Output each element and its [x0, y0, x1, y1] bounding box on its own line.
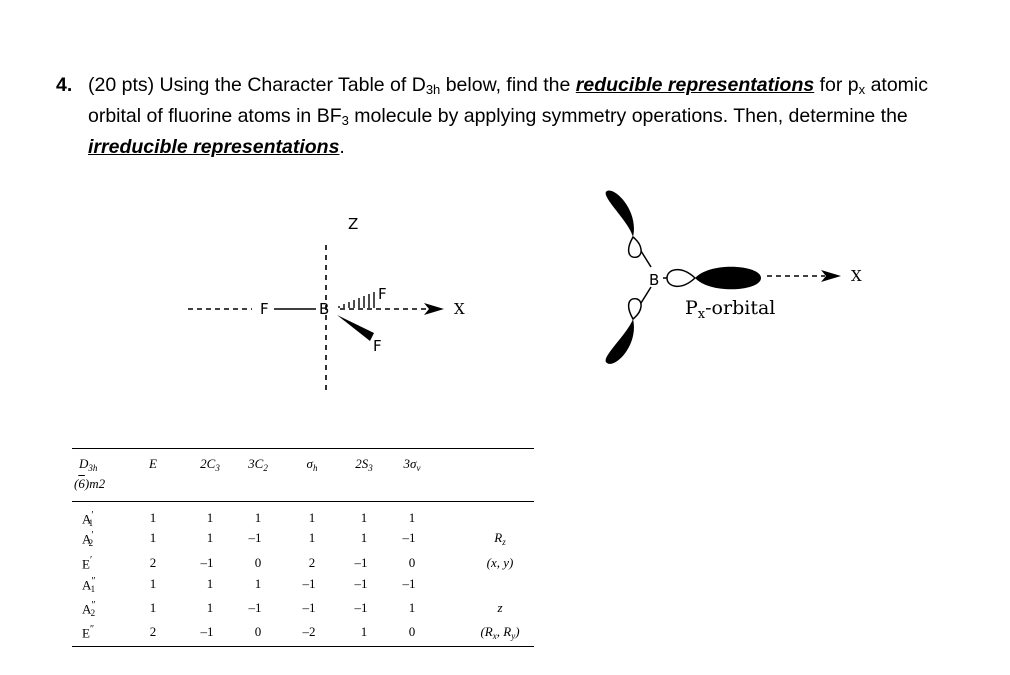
table-header-rule — [72, 501, 534, 502]
irrep-label: A″1 — [82, 576, 96, 595]
question-text-part: for p — [814, 74, 859, 96]
wedge-bond — [337, 315, 374, 341]
character-value: 1 — [206, 530, 214, 545]
irrep-label: A′2 — [82, 530, 94, 549]
orbital-bond-down — [640, 286, 652, 304]
irrep-label: E′ — [82, 555, 93, 572]
z-axis-label: Z — [348, 215, 358, 233]
character-value: 2 — [149, 624, 157, 639]
hermann-mauguin-symbol: (6)m2 — [74, 476, 106, 491]
irrep-label: E″ — [82, 624, 95, 641]
emphasis-irreducible: irreducible representations — [88, 136, 340, 158]
character-value: 0 — [408, 555, 416, 570]
column-header: E — [149, 456, 157, 471]
atom-b: B — [319, 300, 329, 318]
subscript: 3 — [341, 113, 349, 128]
character-value: 1 — [206, 576, 214, 591]
atom-f-hash: F — [378, 285, 387, 303]
question-text: 4. (20 pts) Using the Character Table of … — [56, 70, 976, 163]
character-value: 1 — [308, 530, 316, 545]
column-header: 2C3 — [200, 456, 220, 473]
character-value: –2 — [302, 624, 316, 639]
px-orbital-diagram: B X Px-orbital — [605, 190, 862, 364]
question-text-part: (20 pts) Using the Character Table of D — [88, 74, 426, 96]
orbital-bond-up — [640, 250, 652, 268]
orbital-x-arrowhead — [821, 270, 841, 282]
column-header: 2S3 — [355, 456, 373, 473]
orbital-x-label: X — [851, 267, 862, 285]
character-value: 1 — [149, 576, 157, 591]
question-text-part: atomic — [865, 74, 929, 96]
px-orbital-label: Px-orbital — [685, 297, 775, 322]
character-value: –1 — [402, 576, 416, 591]
character-value: 2 — [149, 555, 157, 570]
orbital-lobe-filled-right — [695, 266, 761, 290]
column-header: 3σv — [403, 456, 421, 473]
character-value: 1 — [360, 530, 368, 545]
character-value: 0 — [254, 624, 262, 639]
character-value: –1 — [200, 624, 214, 639]
basis-function: (x, y) — [486, 555, 514, 570]
subscript: x — [858, 82, 866, 97]
basis-function: z — [497, 600, 503, 615]
character-value: 0 — [408, 624, 416, 639]
character-value: –1 — [402, 530, 416, 545]
table-top-rule — [72, 448, 534, 449]
orbital-lobe-filled-up — [605, 190, 634, 237]
character-value: 1 — [206, 510, 214, 525]
orbital-lobe-filled-down — [605, 319, 634, 364]
character-value: 1 — [206, 600, 214, 615]
character-value: 0 — [254, 555, 262, 570]
question-text-part: molecule by applying symmetry operations… — [348, 105, 908, 127]
character-value: –1 — [200, 555, 214, 570]
orbital-lobe-open-down — [627, 297, 642, 321]
orbital-lobe-open-right — [666, 269, 697, 287]
character-value: 1 — [149, 510, 157, 525]
hashed-bond — [338, 292, 375, 308]
x-axis-arrowhead — [424, 303, 444, 315]
character-value: –1 — [354, 600, 368, 615]
character-value: –1 — [248, 530, 262, 545]
character-value: 1 — [149, 600, 157, 615]
character-value: 1 — [254, 576, 262, 591]
character-value: 1 — [360, 510, 368, 525]
character-value: –1 — [302, 576, 316, 591]
bf3-molecule-diagram: Z F B F X F — [188, 215, 465, 393]
question-text-part: . — [339, 136, 345, 158]
question-number: 4. — [56, 74, 73, 96]
atom-f-left: F — [260, 300, 269, 318]
subscript: 3h — [425, 82, 441, 97]
x-axis-label: X — [454, 300, 465, 318]
character-value: 1 — [308, 510, 316, 525]
question-line-3: irreducible representations. — [56, 132, 976, 163]
irrep-label: A′1 — [82, 510, 94, 529]
irrep-label: A″2 — [82, 600, 96, 619]
question-text-part: below, find the — [440, 74, 576, 96]
question-line-1: 4. (20 pts) Using the Character Table of … — [56, 70, 976, 101]
basis-function: (Rx, Ry) — [480, 624, 520, 641]
character-value: –1 — [248, 600, 262, 615]
character-value: –1 — [302, 600, 316, 615]
emphasis-reducible: reducible representations — [575, 74, 815, 96]
group-label: D3h — [79, 456, 98, 473]
orbital-atom-b: B — [649, 271, 659, 289]
table-bottom-rule — [72, 646, 534, 647]
character-value: 2 — [308, 555, 316, 570]
character-value: –1 — [354, 576, 368, 591]
column-header: 3C2 — [248, 456, 268, 473]
character-value: 1 — [360, 624, 368, 639]
question-line-2: orbital of fluorine atoms in BF3 molecul… — [56, 101, 976, 132]
orbital-lobe-open-up — [627, 235, 642, 259]
basis-function: Rz — [494, 530, 506, 547]
character-value: 1 — [408, 510, 416, 525]
question-text-part: orbital of fluorine atoms in BF — [88, 105, 342, 127]
atom-f-wedge: F — [373, 337, 382, 355]
character-value: 1 — [408, 600, 416, 615]
character-value: –1 — [354, 555, 368, 570]
character-value: 1 — [254, 510, 262, 525]
character-value: 1 — [149, 530, 157, 545]
column-header: σh — [306, 456, 318, 473]
